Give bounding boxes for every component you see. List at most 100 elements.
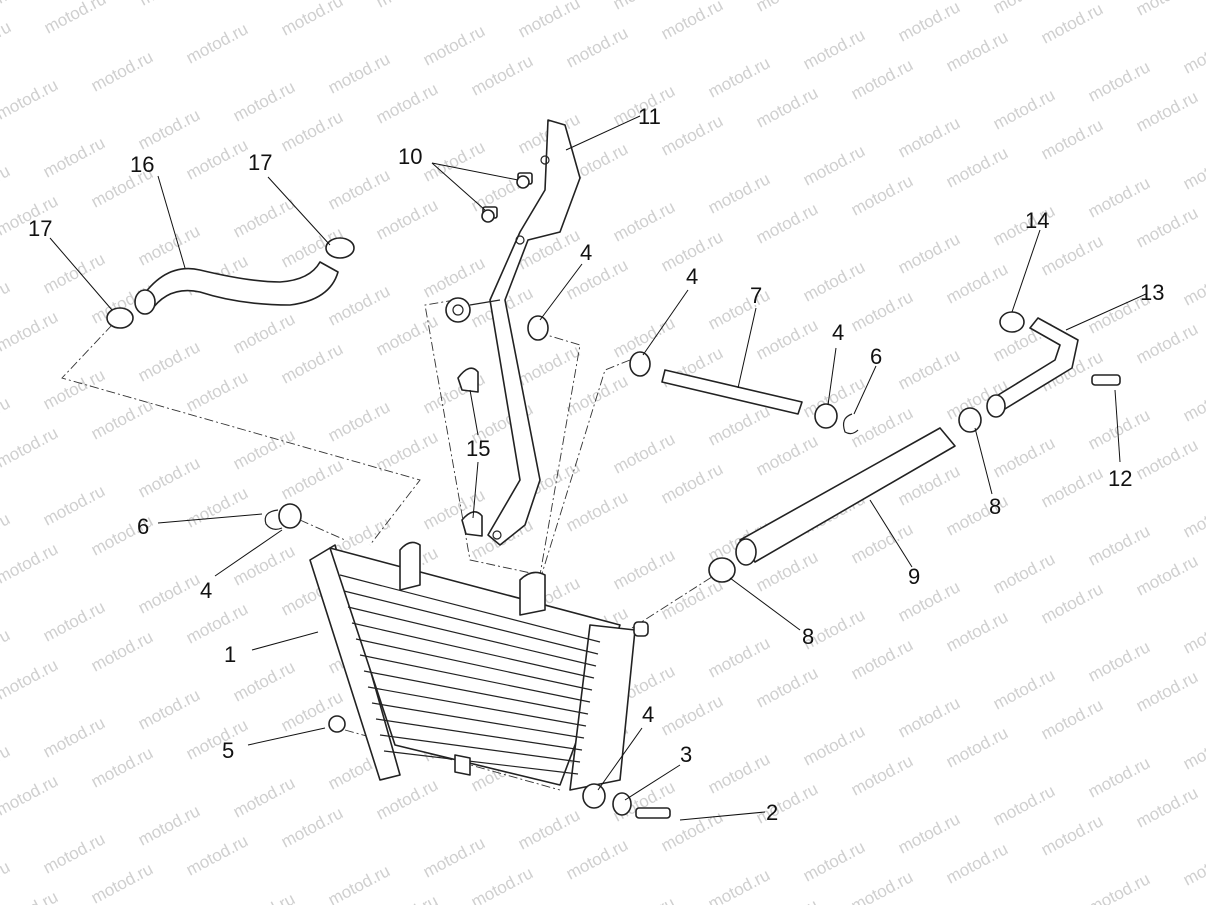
- watermark-text: motod.ru: [373, 427, 441, 475]
- callouts: 1 2 3 4 4 4 4 4 5 6 6 7 8 8 9 10 11 12 1…: [28, 104, 1164, 825]
- watermark-text: motod.ru: [895, 577, 963, 625]
- bolts-part-10: [481, 172, 533, 223]
- watermark-text: motod.ru: [610, 429, 678, 477]
- watermark-text: motod.ru: [1085, 521, 1153, 569]
- watermark-text: motod.ru: [41, 0, 109, 38]
- watermark-text: motod.ru: [0, 655, 61, 703]
- watermark-text: motod.ru: [943, 27, 1011, 75]
- callout-12: 12: [1108, 466, 1132, 491]
- watermark-text: motod.ru: [1180, 261, 1206, 309]
- watermark-text: motod.ru: [40, 829, 108, 877]
- watermark-text: motod.ru: [658, 0, 726, 44]
- watermark-text: motod.ru: [848, 55, 916, 103]
- watermark-text: motod.ru: [753, 0, 821, 16]
- watermark-text: motod.ru: [468, 51, 536, 99]
- clamps-part-17: [106, 237, 355, 329]
- circlips-part-6: [264, 413, 859, 530]
- watermark-text: motod.ru: [1133, 0, 1201, 20]
- watermark-text: motod.ru: [1180, 725, 1206, 773]
- callout-6-right: 6: [870, 344, 882, 369]
- watermark-text: motod.ru: [88, 627, 156, 675]
- watermark-text: motod.ru: [1085, 57, 1153, 105]
- watermark-text: motod.ru: [0, 393, 13, 441]
- watermark-text: motod.ru: [183, 599, 251, 647]
- watermark-text: motod.ru: [1180, 841, 1206, 889]
- watermark-text: motod.ru: [705, 749, 773, 797]
- watermark-text: motod.ru: [230, 425, 298, 473]
- watermark-text: motod.ru: [563, 23, 631, 71]
- radiator-fin: [379, 734, 581, 763]
- watermark-text: motod.ru: [1085, 753, 1153, 801]
- callout-6-left: 6: [137, 514, 149, 539]
- watermark-text: motod.ru: [278, 0, 346, 40]
- watermark-text: motod.ru: [325, 861, 393, 905]
- watermark-text: motod.ru: [183, 715, 251, 763]
- watermark-text: motod.ru: [800, 25, 868, 73]
- watermark-text: motod.ru: [373, 195, 441, 243]
- watermark-text: motod.ru: [135, 569, 203, 617]
- watermark-text: motod.ru: [610, 545, 678, 593]
- watermark-text: motod.ru: [0, 307, 61, 355]
- watermark-text: motod.ru: [40, 365, 108, 413]
- watermark-text: motod.ru: [800, 257, 868, 305]
- watermark-text: motod.ru: [1180, 493, 1206, 541]
- watermark-text: motod.ru: [1038, 115, 1106, 163]
- radiator-fin: [339, 574, 601, 643]
- watermark-text: motod.ru: [373, 775, 441, 823]
- radiator-fin: [375, 718, 583, 751]
- spacer-tube-part-7: [661, 369, 803, 415]
- nut-part-5: [328, 715, 346, 733]
- watermark-text: motod.ru: [88, 395, 156, 443]
- watermark-text: motod.ru: [753, 663, 821, 711]
- watermark-text: motod.ru: [1133, 551, 1201, 599]
- clips-part-15: [457, 367, 483, 537]
- callout-8-right: 8: [989, 494, 1001, 519]
- watermark-text: motod.ru: [230, 309, 298, 357]
- watermark-text: motod.ru: [895, 809, 963, 857]
- watermark-text: motod.ru: [40, 133, 108, 181]
- watermark-text: motod.ru: [1038, 695, 1106, 743]
- watermark-text: motod.ru: [800, 721, 868, 769]
- watermark-text: motod.ru: [420, 833, 488, 881]
- watermark-text: motod.ru: [278, 339, 346, 387]
- radiator-fin: [371, 702, 585, 739]
- watermark-text: motod.ru: [135, 337, 203, 385]
- radiator-fin: [343, 590, 599, 655]
- watermark-text: motod.ru: [705, 633, 773, 681]
- watermark-text: motod.ru: [0, 887, 61, 905]
- watermark-text: motod.ru: [1085, 869, 1153, 905]
- watermark-text: motod.ru: [1085, 173, 1153, 221]
- callout-17-right: 17: [248, 150, 272, 175]
- watermark-text: motod.ru: [230, 193, 298, 241]
- washer-part-3: [612, 792, 632, 816]
- watermark-text: motod.ru: [1133, 319, 1201, 367]
- callout-15: 15: [466, 436, 490, 461]
- watermark-text: motod.ru: [753, 431, 821, 479]
- watermark-text: motod.ru: [1038, 579, 1106, 627]
- watermark-text: motod.ru: [0, 17, 14, 65]
- watermark-text: motod.ru: [325, 397, 393, 445]
- watermark-text: motod.ru: [135, 685, 203, 733]
- callout-4-tube-left: 4: [686, 264, 698, 289]
- callout-4-left: 4: [200, 578, 212, 603]
- watermark-text: motod.ru: [135, 453, 203, 501]
- watermark-text: motod.ru: [88, 743, 156, 791]
- watermark-text: motod.ru: [0, 509, 13, 557]
- watermark-text: motod.ru: [183, 367, 251, 415]
- watermark-text: motod.ru: [325, 281, 393, 329]
- watermark-text: motod.ru: [705, 401, 773, 449]
- o-ring-part-14: [999, 311, 1025, 333]
- watermark-text: motod.ru: [230, 77, 298, 125]
- watermark-text: motod.ru: [278, 107, 346, 155]
- watermark-text: motod.ru: [943, 839, 1011, 887]
- watermark-text: motod.ru: [705, 169, 773, 217]
- watermark-text: motod.ru: [943, 143, 1011, 191]
- callout-4-tube-right: 4: [832, 320, 844, 345]
- watermark-text: motod.ru: [610, 893, 678, 905]
- callout-4-bottom: 4: [642, 702, 654, 727]
- callout-16: 16: [130, 152, 154, 177]
- watermark-text: motod.ru: [1180, 377, 1206, 425]
- watermark-text: motod.ru: [658, 575, 726, 623]
- watermark-text: motod.ru: [895, 229, 963, 277]
